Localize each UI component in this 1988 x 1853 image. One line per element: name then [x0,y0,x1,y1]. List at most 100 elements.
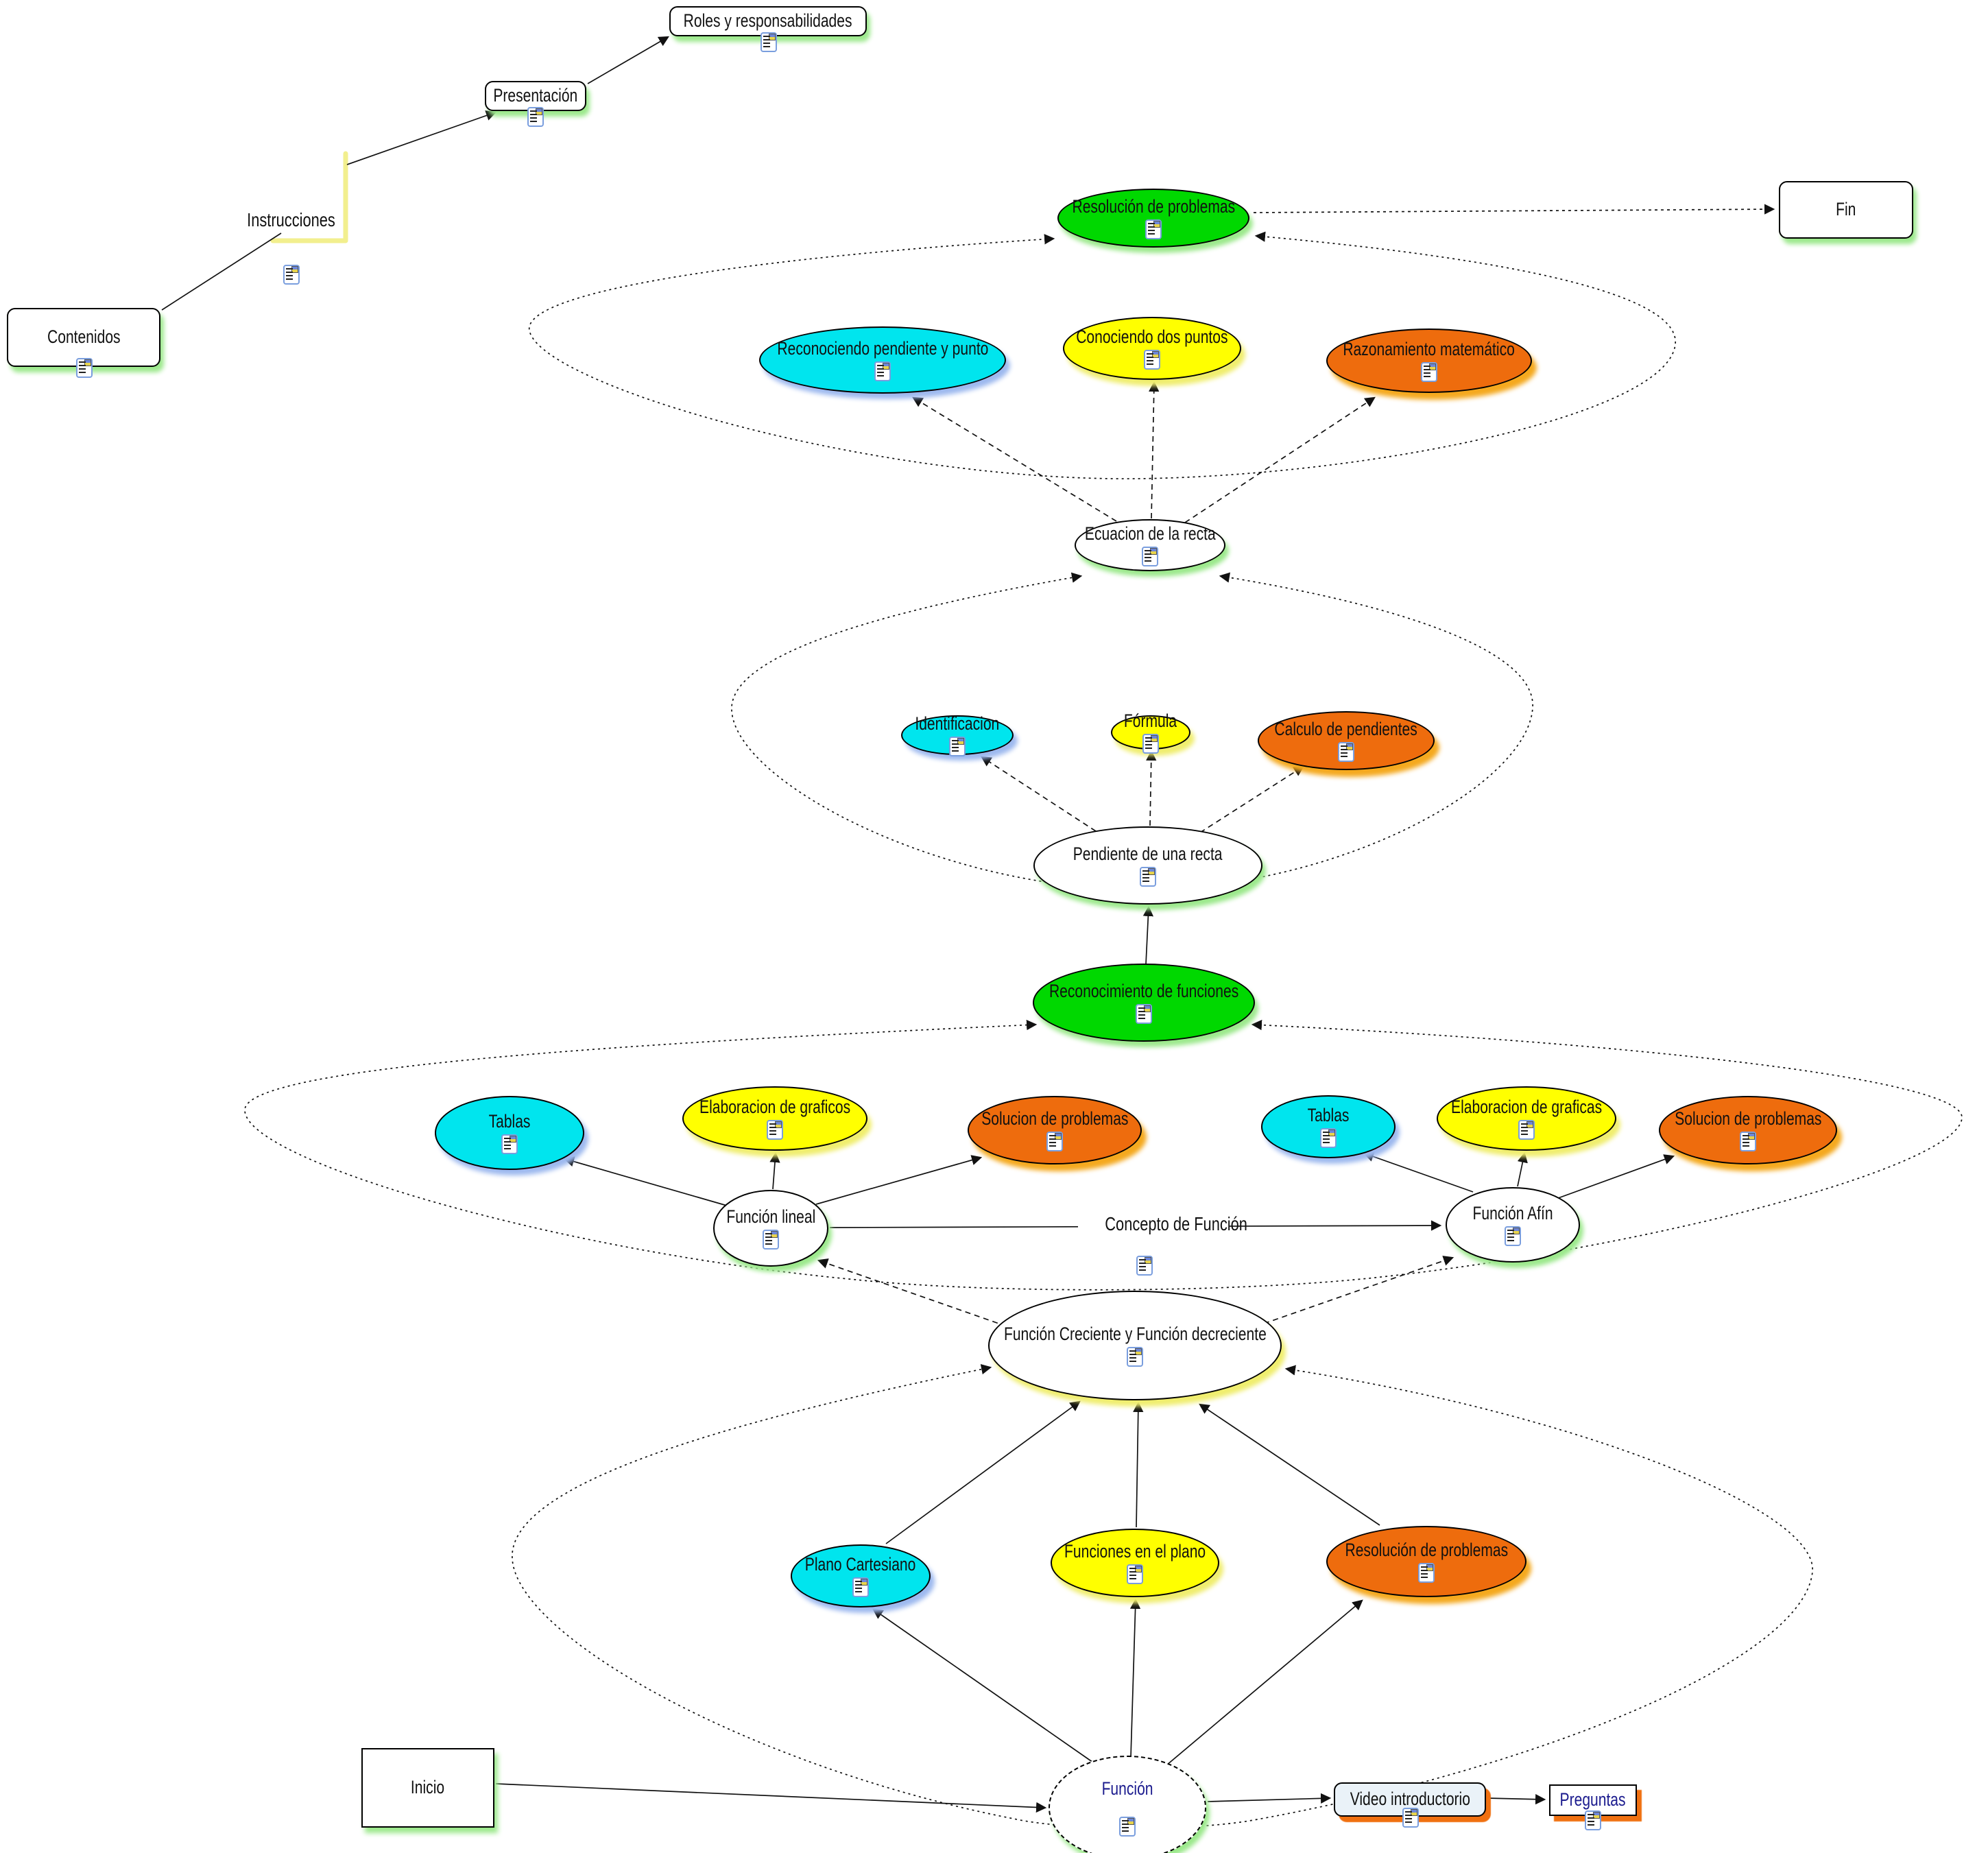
node-elaboracion-graficos[interactable]: Elaboracion de graficos [682,1086,867,1151]
group-outline-reconocimiento-funciones [244,1019,1963,1291]
link-label-concepto-funcion[interactable]: Concepto de Función [1078,1213,1247,1235]
node-roles-responsabilidades[interactable]: Roles y responsabilidades [669,6,867,36]
node-inicio[interactable]: Inicio [361,1748,494,1828]
node-plano-cartesiano[interactable]: Plano Cartesiano [791,1544,931,1607]
node-ecuacion-recta[interactable]: Ecuacion de la recta [1075,519,1225,571]
node-tablas-afin[interactable]: Tablas [1261,1095,1396,1158]
resource-icon-video[interactable] [1402,1808,1419,1828]
node-funciones-plano-label: Funciones en el plano [1064,1541,1206,1562]
link-funciones-plano-creciente [1133,1401,1144,1528]
node-presentacion-label: Presentación [493,85,578,106]
link-ecuacion-reconociendo [912,396,1117,522]
resource-icon-reconocimiento[interactable] [1136,1003,1152,1024]
resource-icon-tablas-afin[interactable] [1320,1127,1337,1148]
link-pendiente-formula [1146,750,1157,826]
node-elaboracion-graficas[interactable]: Elaboracion de graficas [1437,1086,1616,1151]
resource-icon-graficos[interactable] [767,1119,783,1140]
resource-icon-solucion-afin[interactable] [1740,1131,1756,1151]
node-inicio-label: Inicio [411,1777,445,1798]
node-pendiente-recta[interactable]: Pendiente de una recta [1033,826,1262,905]
resource-icon-formula[interactable] [1142,733,1159,754]
node-instrucciones[interactable]: Instrucciones [229,209,352,231]
node-funcion[interactable]: Función [1049,1756,1206,1853]
node-formula-label: Fórmula [1124,710,1177,732]
node-solucion-problemas-afin[interactable]: Solucion de problemas [1659,1096,1837,1164]
link-presentacion-roles [587,36,669,84]
link-lineal-solucion [815,1155,983,1205]
node-calculo-pendientes[interactable]: Calculo de pendientes [1258,711,1435,770]
resource-icon-roles[interactable] [761,32,777,52]
node-fin[interactable]: Fin [1779,181,1913,239]
node-solucion-afin-label: Solucion de problemas [1674,1108,1822,1129]
resource-icon-funciones-plano[interactable] [1127,1564,1143,1584]
link-ecuacion-razonamiento [1184,396,1376,523]
node-resolucion-problemas-bottom[interactable]: Resolución de problemas [1326,1526,1526,1597]
node-video-label: Video introductorio [1350,1789,1470,1810]
link-inicio-funcion [495,1783,1047,1813]
node-reconocimiento-funciones[interactable]: Reconocimiento de funciones [1033,964,1255,1042]
node-contenidos[interactable]: Contenidos [7,308,160,367]
node-formula[interactable]: Fórmula [1111,710,1190,754]
node-funcion-label: Función [1101,1778,1153,1799]
resource-icon-resolucion-top[interactable] [1145,219,1162,239]
resource-icon-graficas[interactable] [1518,1119,1535,1140]
resource-icon-ecuacion[interactable] [1142,546,1158,566]
link-lineal-graficos [769,1151,780,1190]
link-ecuacion-conociendo [1149,381,1160,519]
node-conociendo-dos-puntos[interactable]: Conociendo dos puntos [1063,317,1241,380]
resource-icon-resolucion-bottom[interactable] [1418,1562,1435,1583]
resource-icon-tablas-lineal[interactable] [501,1134,518,1154]
node-funciones-en-plano[interactable]: Funciones en el plano [1051,1529,1219,1597]
resource-icon-funcion[interactable] [1119,1817,1136,1837]
resource-icon-identificacion[interactable] [949,736,966,756]
link-instrucciones-presentacion [346,110,497,165]
link-creciente-afin [1263,1256,1454,1324]
node-tablas-lineal[interactable]: Tablas [435,1096,584,1170]
resource-icon-concepto[interactable] [1136,1256,1153,1276]
node-calculo-label: Calculo de pendientes [1274,719,1418,740]
resource-icon-preguntas[interactable] [1585,1810,1601,1830]
link-resolucion-fin [1253,204,1775,215]
resource-icon-reconociendo[interactable] [874,361,891,381]
resource-icon-conociendo[interactable] [1144,349,1160,370]
node-reconociendo-pendiente-punto[interactable]: Reconociendo pendiente y punto [759,326,1006,394]
link-funcion-funciones-plano [1129,1598,1141,1758]
node-creciente-label: Función Creciente y Función decreciente [1003,1324,1267,1345]
resource-icon-instrucciones[interactable] [283,265,300,285]
node-funcion-afin[interactable]: Función Afín [1446,1187,1580,1263]
node-funcion-creciente-decreciente[interactable]: Función Creciente y Función decreciente [988,1291,1282,1400]
link-afin-tablas [1363,1151,1474,1193]
link-reconocimiento-pendiente [1142,905,1154,965]
node-contenidos-label: Contenidos [47,326,121,348]
link-afin-graficas [1517,1151,1528,1187]
resource-icon-funcion-lineal[interactable] [763,1229,779,1250]
resource-icon-contenidos[interactable] [76,358,93,378]
link-contenidos-instrucciones [161,232,282,311]
resource-icon-pendiente[interactable] [1140,866,1156,887]
link-video-preguntas [1487,1794,1546,1805]
node-fin-label: Fin [1836,199,1856,220]
resource-icon-funcion-afin[interactable] [1505,1226,1521,1246]
node-resolucion-problemas-top[interactable]: Resolución de problemas [1057,189,1249,248]
link-resolucion-creciente [1199,1403,1380,1526]
resource-icon-creciente[interactable] [1127,1346,1143,1367]
node-preguntas-label: Preguntas [1559,1789,1627,1810]
node-identificacion[interactable]: Identificacion [901,713,1014,756]
link-funcion-resolucion [1166,1599,1363,1766]
node-razonamiento-matematico[interactable]: Razonamiento matemático [1326,328,1532,393]
link-pendiente-calculo [1199,765,1304,833]
resource-icon-plano[interactable] [852,1577,869,1597]
concepto-funcion-label: Concepto de Función [1105,1213,1247,1234]
resource-icon-presentacion[interactable] [527,107,544,127]
node-tablas-lineal-label: Tablas [488,1111,531,1132]
node-solucion-problemas-lineal[interactable]: Solucion de problemas [968,1096,1142,1164]
link-pendiente-identificacion [981,756,1097,832]
node-funcion-lineal[interactable]: Función lineal [713,1190,828,1267]
link-lineal-tablas [563,1156,728,1206]
resource-icon-calculo[interactable] [1338,741,1354,762]
node-resolucion-top-label: Resolución de problemas [1072,196,1235,217]
resource-icon-razonamiento[interactable] [1421,361,1437,382]
resource-icon-solucion-lineal[interactable] [1046,1131,1063,1151]
group-outline-funcion-creciente [512,1364,1813,1829]
